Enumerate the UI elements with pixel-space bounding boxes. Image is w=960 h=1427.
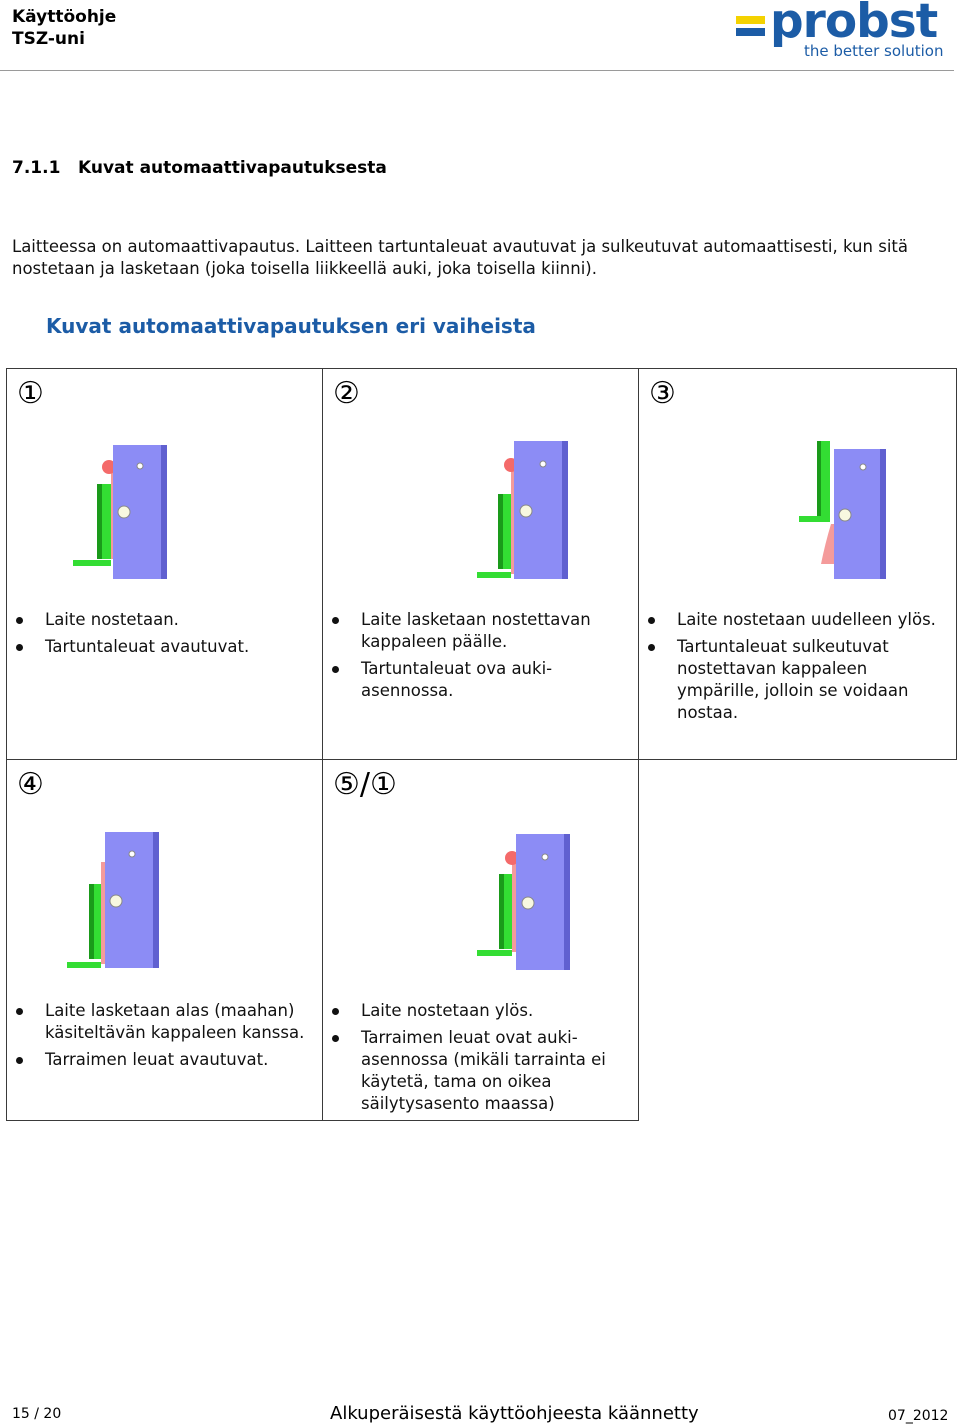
- list-item: Laite nostetaan uudelleen ylös.: [645, 609, 945, 631]
- jaw-arm-shadow: [89, 884, 94, 959]
- device-edge: [153, 832, 159, 968]
- device-illustration-lowered: [477, 441, 568, 579]
- pivot-small: [541, 853, 549, 861]
- list-item: Tartuntaleuat avautuvat.: [13, 636, 313, 658]
- document-title-line1: Käyttöohje: [12, 7, 117, 27]
- list-item: Tartuntaleuat ova auki-asennossa.: [329, 658, 629, 702]
- pivot-small: [539, 460, 547, 468]
- step-cell-3: ③ Laite nostetaan uudelleen ylös. Tartun…: [638, 368, 957, 760]
- list-item: Tarraimen leuat avautuvat.: [13, 1049, 313, 1071]
- jaw-arm-shadow: [817, 441, 821, 516]
- bullet-icon: [16, 1057, 23, 1064]
- bullet-icon: [332, 1035, 339, 1042]
- device-illustration-open: [73, 445, 167, 579]
- jaw-arm-shadow: [498, 494, 503, 569]
- step-cell-4: ④ Laite lasketaan alas (maahan) käsitelt…: [6, 759, 323, 1121]
- jaw-foot: [799, 516, 830, 522]
- bullet-icon: [648, 617, 655, 624]
- latch: [102, 460, 116, 474]
- bullet-icon: [332, 617, 339, 624]
- section-heading: 7.1.1 Kuvat automaattivapautuksesta: [12, 158, 387, 178]
- list-item: Tartuntaleuat sulkeutuvat nostettavan ka…: [645, 636, 945, 724]
- bullet-icon: [16, 617, 23, 624]
- step-number: ③: [649, 376, 676, 411]
- bullet-icon: [16, 644, 23, 651]
- pivot-large: [519, 504, 533, 518]
- bullet-icon: [332, 666, 339, 673]
- step-cell-1: ① Laite nostetaan. Tartuntaleuat avautuv…: [6, 368, 323, 760]
- latch: [505, 851, 519, 865]
- device-edge: [564, 834, 570, 970]
- step-bullets: Laite nostetaan. Tartuntaleuat avautuvat…: [13, 609, 313, 663]
- jaw-foot: [67, 962, 101, 968]
- step-number: ④: [17, 767, 44, 802]
- step-number: ②: [333, 376, 360, 411]
- pivot-small: [136, 462, 144, 470]
- jaw-arm: [94, 884, 101, 959]
- bullet-icon: [16, 1008, 23, 1015]
- device-illustration-grounded: [67, 832, 159, 968]
- step-bullets: Laite nostetaan uudelleen ylös. Tartunta…: [645, 609, 945, 729]
- document-title-line2: TSZ-uni: [12, 29, 85, 49]
- pivot-large: [838, 508, 852, 522]
- jaw-arm: [503, 494, 511, 569]
- figure-heading: Kuvat automaattivapautuksen eri vaiheist…: [46, 314, 536, 338]
- step-bullets: Laite lasketaan alas (maahan) käsiteltäv…: [13, 1000, 313, 1076]
- jaw-arm-shadow: [97, 484, 102, 559]
- step-cell-2: ② Laite lasketaan nostettavan kappaleen …: [322, 368, 639, 760]
- footer-date: 07_2012: [888, 1408, 949, 1424]
- page-number: 15 / 20: [12, 1406, 62, 1422]
- pivot-small: [859, 463, 867, 471]
- pivot-large: [521, 896, 535, 910]
- step-number: ①: [17, 376, 44, 411]
- jaw-foot: [477, 572, 511, 578]
- logo-blue-bar: [736, 28, 765, 36]
- probst-logo: probst the better solution: [736, 0, 946, 64]
- section-number: 7.1.1: [12, 158, 61, 178]
- logo-yellow-bar: [736, 16, 765, 24]
- list-item: Laite nostetaan.: [13, 609, 313, 631]
- pivot-large: [117, 505, 131, 519]
- device-edge: [161, 445, 167, 579]
- footer-note: Alkuperäisestä käyttöohjeesta käännetty: [330, 1403, 699, 1424]
- device-illustration-raised: [477, 834, 570, 970]
- logo-wordmark: probst: [770, 0, 938, 49]
- jaw-arm: [102, 484, 111, 559]
- jaw-foot: [477, 950, 512, 956]
- step-bullets: Laite lasketaan nostettavan kappaleen pä…: [329, 609, 629, 707]
- list-item: Laite nostetaan ylös.: [329, 1000, 629, 1022]
- jaw-arm: [821, 441, 830, 516]
- jaw-arm-shadow: [499, 874, 504, 949]
- list-item: Laite lasketaan alas (maahan) käsiteltäv…: [13, 1000, 313, 1044]
- pivot-small: [128, 850, 136, 858]
- section-title: Kuvat automaattivapautuksesta: [78, 158, 387, 178]
- header-divider: [0, 70, 954, 71]
- bullet-icon: [332, 1008, 339, 1015]
- logo-tagline: the better solution: [804, 42, 944, 60]
- bullet-icon: [648, 644, 655, 651]
- step-number: ⑤/①: [333, 767, 397, 802]
- device-illustration-closed: [799, 441, 886, 579]
- document-title: Käyttöohje TSZ-uni: [12, 6, 116, 50]
- intro-paragraph: Laitteessa on automaattivapautus. Laitte…: [12, 237, 908, 278]
- device-edge: [562, 441, 568, 579]
- jaw-foot: [73, 560, 111, 566]
- list-item: Laite lasketaan nostettavan kappaleen pä…: [329, 609, 629, 653]
- step-cell-5: ⑤/① Laite nostetaan ylös. Tarraimen leua…: [322, 759, 639, 1121]
- jaw-arm: [504, 874, 512, 949]
- step-bullets: Laite nostetaan ylös. Tarraimen leuat ov…: [329, 1000, 629, 1120]
- pivot-large: [109, 894, 123, 908]
- device-edge: [880, 449, 886, 579]
- list-item: Tarraimen leuat ovat auki-asennossa (mik…: [329, 1027, 629, 1115]
